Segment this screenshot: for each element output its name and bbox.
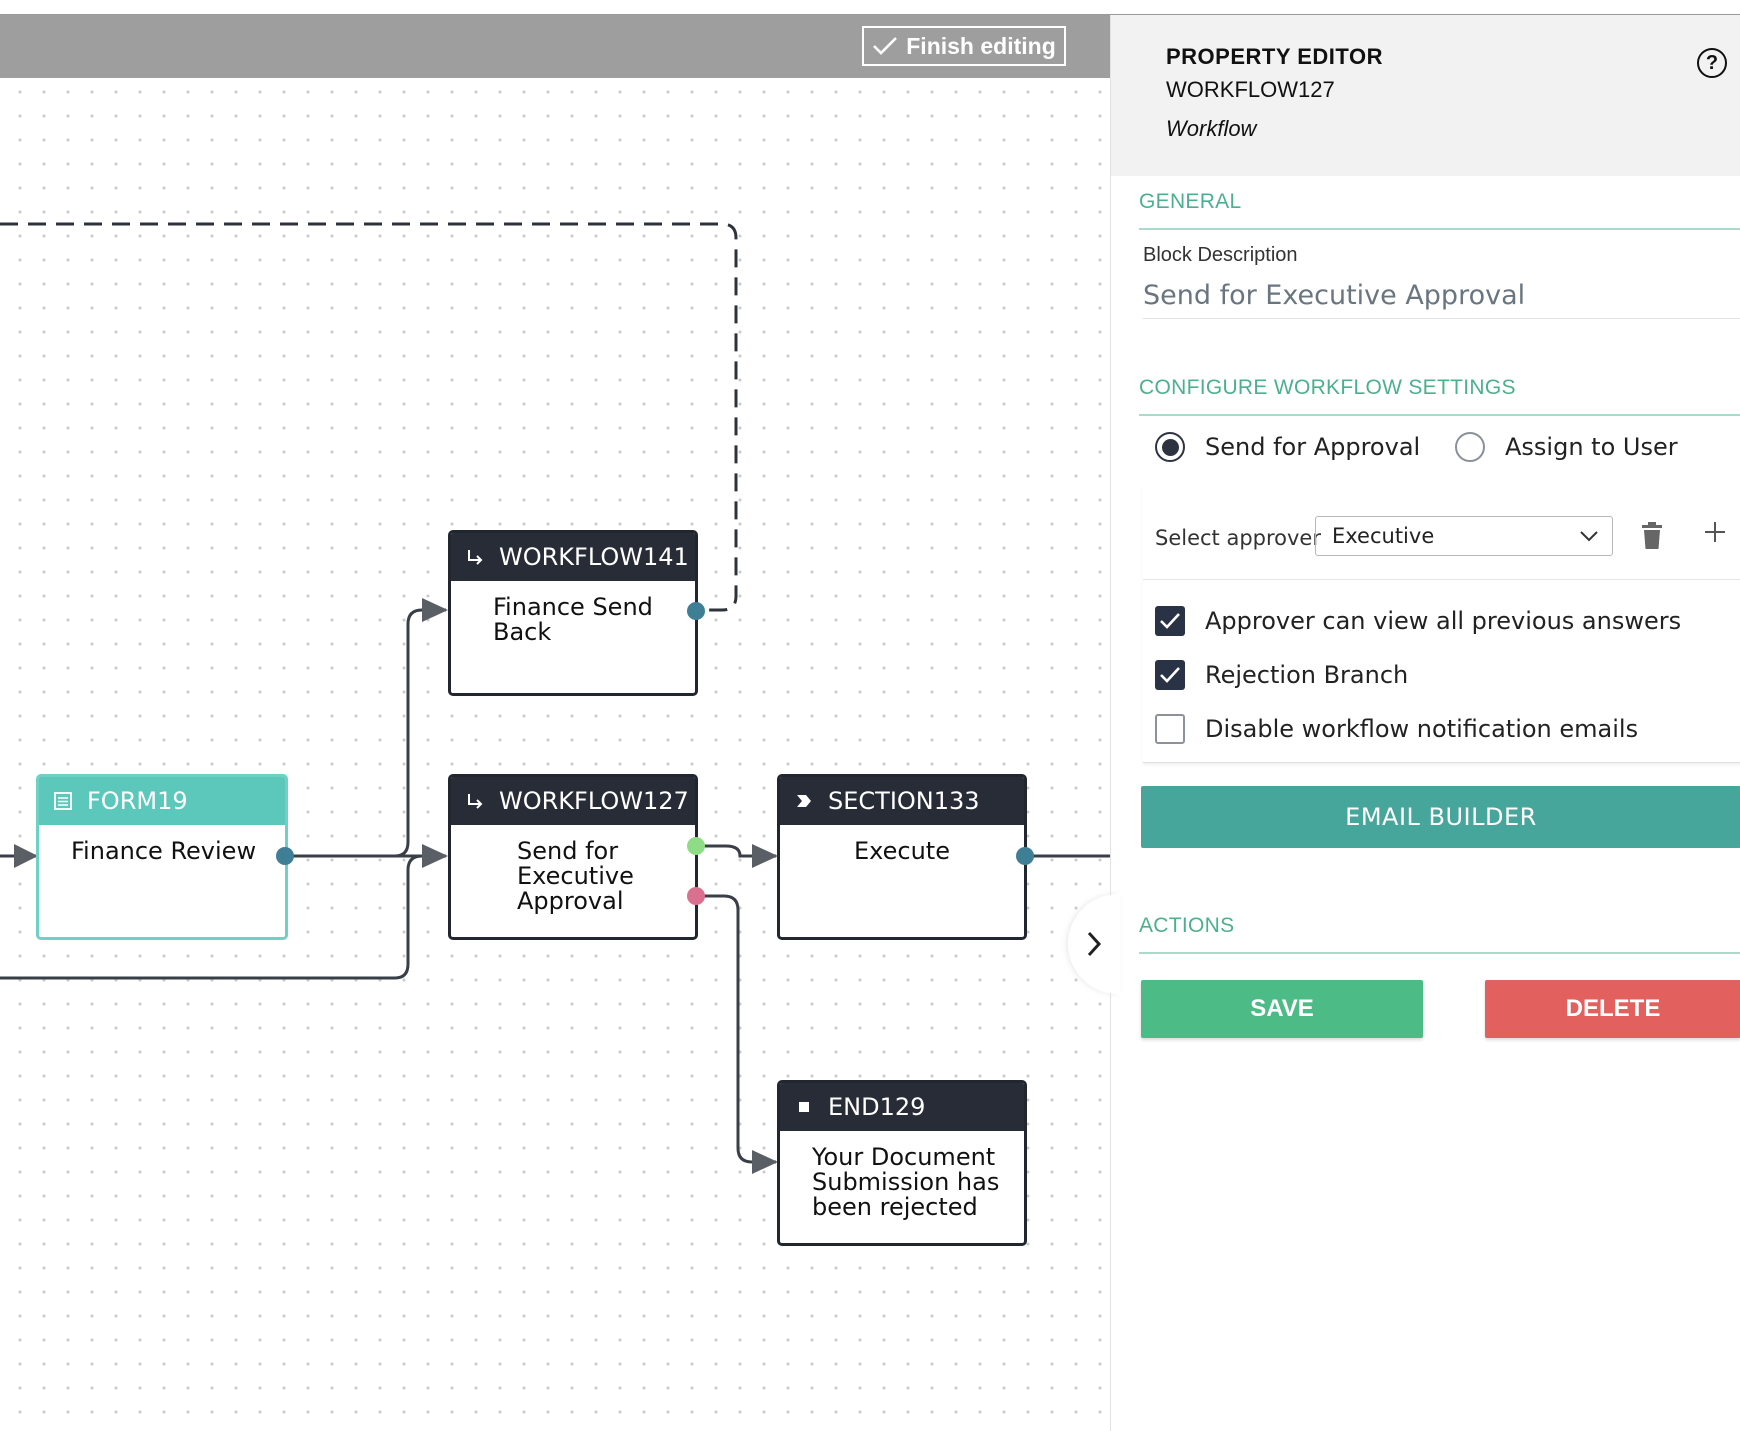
block-description-label: Block Description [1143,244,1298,266]
node-workflow127[interactable]: WORKFLOW127 Send for Executive Approval [448,774,698,940]
node-workflow127-line2: Executive [517,862,634,890]
radio-send-for-approval-label: Send for Approval [1205,433,1421,461]
canvas-toolbar: Finish editing [0,14,1110,78]
node-workflow127-line1: Send for [517,837,619,865]
chevron-section-icon [794,791,814,811]
trash-icon[interactable] [1641,522,1663,550]
configure-section-label: CONFIGURE WORKFLOW SETTINGS [1139,376,1516,399]
finish-editing-button[interactable]: Finish editing [862,26,1066,66]
workflow-canvas[interactable]: FORM19 Finance Review WORKFLOW141 Financ… [0,0,1110,1431]
general-section-divider [1139,228,1740,230]
radio-assign-to-user[interactable]: Assign to User [1455,432,1678,462]
property-editor-panel: PROPERTY EDITOR WORKFLOW127 Workflow ? G… [1110,14,1740,1431]
node-end129-line2: Submission has [812,1168,1000,1196]
approver-select-value: Executive [1332,524,1435,548]
node-section133-header: SECTION133 [780,777,1024,825]
stop-square-icon [794,1097,814,1117]
branch-arrow-icon [465,547,485,567]
node-workflow127-text: Send for Executive Approval [451,825,695,914]
chevron-right-icon [1087,931,1102,957]
delete-button[interactable]: DELETE [1485,980,1740,1038]
window-top-edge [0,0,1740,15]
check-icon [1160,667,1180,683]
node-workflow127-line3: Approval [517,887,624,915]
checkbox-view-previous-answers-label: Approver can view all previous answers [1205,607,1682,635]
radio-send-for-approval-control[interactable] [1155,432,1185,462]
checkbox-rejection-branch-control[interactable] [1155,660,1185,690]
block-type: Workflow [1166,116,1257,141]
node-form19-text: Finance Review [71,837,257,865]
node-end129-text: Your Document Submission has been reject… [780,1131,1024,1220]
node-end129-line3: been rejected [812,1193,978,1221]
radio-assign-to-user-control[interactable] [1455,432,1485,462]
actions-section-divider [1139,952,1740,954]
radio-assign-to-user-label: Assign to User [1505,433,1678,461]
general-section-label: GENERAL [1139,190,1242,213]
check-icon [1160,613,1180,629]
node-workflow127-id: WORKFLOW127 [499,787,689,815]
node-workflow141-id: WORKFLOW141 [499,543,689,571]
checkbox-view-previous-answers-control[interactable] [1155,606,1185,636]
node-section133-text: Execute [854,837,950,865]
node-workflow141-line2: Back [493,618,552,646]
section133-output-port[interactable] [1016,847,1034,865]
workflow141-output-port[interactable] [687,602,705,620]
workflow127-approve-port[interactable] [687,837,705,855]
node-form19-header: FORM19 [39,777,285,825]
checkbox-rejection-branch[interactable]: Rejection Branch [1155,660,1408,690]
node-end129-line1: Your Document [812,1143,996,1171]
node-end129-id: END129 [828,1093,926,1121]
actions-section-label: ACTIONS [1139,914,1235,937]
connector-reject-to-end129 [698,894,776,1164]
block-description-input[interactable]: Send for Executive Approval [1143,280,1526,311]
node-end129[interactable]: END129 Your Document Submission has been… [777,1080,1027,1246]
node-section133[interactable]: SECTION133 Execute [777,774,1027,940]
node-end129-header: END129 [780,1083,1024,1131]
node-workflow141-text: Finance Send Back [451,581,695,645]
checkbox-disable-notifications[interactable]: Disable workflow notification emails [1155,714,1638,744]
help-icon[interactable]: ? [1697,48,1727,78]
node-form19-id: FORM19 [87,787,188,815]
approver-divider [1143,579,1740,580]
help-glyph: ? [1705,51,1719,74]
property-editor-header: PROPERTY EDITOR WORKFLOW127 Workflow ? [1111,14,1740,176]
connection-lines [0,222,1110,1174]
block-id: WORKFLOW127 [1166,77,1335,102]
approver-select[interactable]: Executive [1315,516,1613,556]
approval-settings-box: Select approver Executive Approver can v… [1143,486,1740,763]
finish-editing-label: Finish editing [906,32,1056,59]
node-workflow141-header: WORKFLOW141 [451,533,695,581]
bottom-loop-connector [0,854,423,980]
node-form19[interactable]: FORM19 Finance Review [36,774,288,940]
radio-send-for-approval[interactable]: Send for Approval [1155,432,1420,462]
select-approver-label: Select approver [1155,526,1321,550]
node-workflow141-line1: Finance Send [493,593,653,621]
workflow127-reject-port[interactable] [687,887,705,905]
property-editor-title: PROPERTY EDITOR [1166,44,1383,69]
branch-arrow-icon [465,791,485,811]
form-icon [53,791,73,811]
email-builder-button[interactable]: EMAIL BUILDER [1141,786,1740,848]
connector-approve-to-section133 [698,844,776,858]
checkbox-rejection-branch-label: Rejection Branch [1205,661,1409,689]
configure-section-divider [1139,414,1740,416]
add-approver-icon[interactable] [1703,520,1727,550]
checkbox-view-previous-answers[interactable]: Approver can view all previous answers [1155,606,1681,636]
checkbox-disable-notifications-control[interactable] [1155,714,1185,744]
checkbox-disable-notifications-label: Disable workflow notification emails [1205,715,1639,743]
chevron-down-icon [1580,531,1598,542]
connector-form-to-workflow141 [286,608,446,858]
node-workflow141[interactable]: WORKFLOW141 Finance Send Back [448,530,698,696]
node-workflow127-header: WORKFLOW127 [451,777,695,825]
form19-output-port[interactable] [276,847,294,865]
node-section133-id: SECTION133 [828,787,980,815]
checkmark-icon [873,37,898,55]
save-button[interactable]: SAVE [1141,980,1423,1038]
block-description-underline [1143,318,1740,319]
